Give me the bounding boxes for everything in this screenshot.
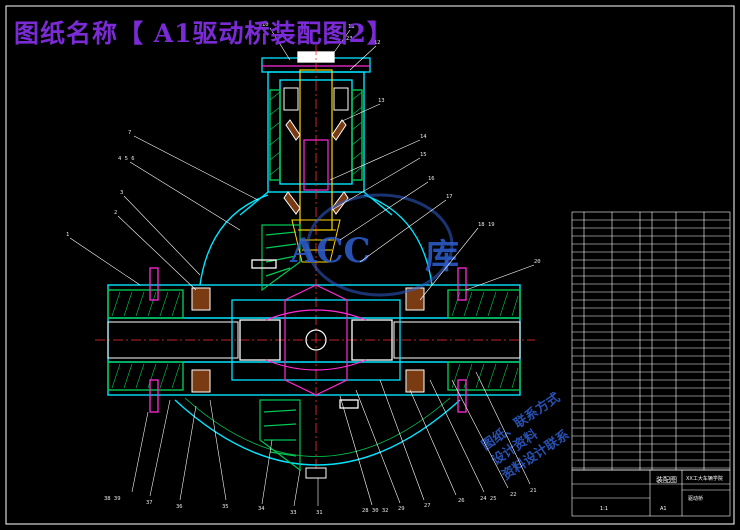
label-24-25: 24 25	[480, 496, 497, 502]
label-19: 19	[488, 222, 495, 228]
leader-lines	[69, 27, 535, 507]
label-3: 3	[120, 190, 123, 196]
watermark-ring	[306, 193, 454, 297]
side-gears	[265, 284, 367, 396]
label-17: 17	[446, 194, 453, 200]
label-28-30-32: 28 30 32	[362, 508, 389, 514]
label-20: 20	[534, 259, 541, 265]
label-7: 7	[128, 130, 131, 136]
title-block	[571, 469, 731, 517]
drain-plug	[305, 467, 327, 479]
label-21: 21	[530, 488, 537, 494]
half-shafts	[107, 321, 521, 359]
label-10: 10	[262, 22, 269, 28]
label-23: 23	[346, 36, 353, 42]
label-38-39: 38 39	[104, 496, 121, 502]
part-labels: 1 2 3 4 5 6 7 10 11 12 13 14 15 16 17 18…	[66, 22, 541, 516]
parts-list	[571, 211, 731, 471]
watermark-brand: ACC	[289, 231, 371, 271]
watermark-brand-char: 库	[425, 237, 459, 277]
watermark: ACC 库 图纸、联系方式 设计资料 资料设计联系	[289, 193, 572, 483]
title-block-scale: 1:1	[600, 506, 608, 512]
title-block-school: XX工大车辆学院	[686, 475, 723, 482]
label-31: 31	[316, 510, 323, 516]
label-2: 2	[114, 210, 117, 216]
differential-case	[231, 299, 401, 381]
axle-housing	[174, 194, 461, 466]
drawing-title: 图纸名称【 A1驱动桥装配图2】	[14, 19, 393, 48]
title-block-label: 装配图	[656, 475, 677, 484]
label-4-5-6: 4 5 6	[118, 156, 135, 162]
drawing-frame	[5, 5, 735, 525]
label-27: 27	[424, 503, 431, 509]
label-29: 29	[398, 506, 405, 512]
label-15: 15	[420, 152, 427, 158]
label-26: 26	[458, 498, 465, 504]
label-18: 18	[478, 222, 485, 228]
label-22: 22	[510, 492, 517, 498]
label-35: 35	[222, 504, 229, 510]
housing-bolts	[149, 259, 467, 413]
label-16: 16	[428, 176, 435, 182]
label-12: 12	[374, 40, 381, 46]
pinion-housing-hatch	[269, 91, 363, 176]
label-34: 34	[258, 506, 265, 512]
axle-hatch	[111, 291, 519, 389]
title-block-drawing-name: 驱动桥	[688, 495, 703, 502]
label-11: 11	[348, 24, 355, 30]
label-36: 36	[176, 504, 183, 510]
title-block-sheet: A1	[660, 506, 667, 512]
label-1: 1	[66, 232, 69, 238]
label-14: 14	[420, 134, 427, 140]
label-33: 33	[290, 510, 297, 516]
label-37: 37	[146, 500, 153, 506]
label-13: 13	[378, 98, 385, 104]
differential-bearings	[191, 287, 425, 393]
